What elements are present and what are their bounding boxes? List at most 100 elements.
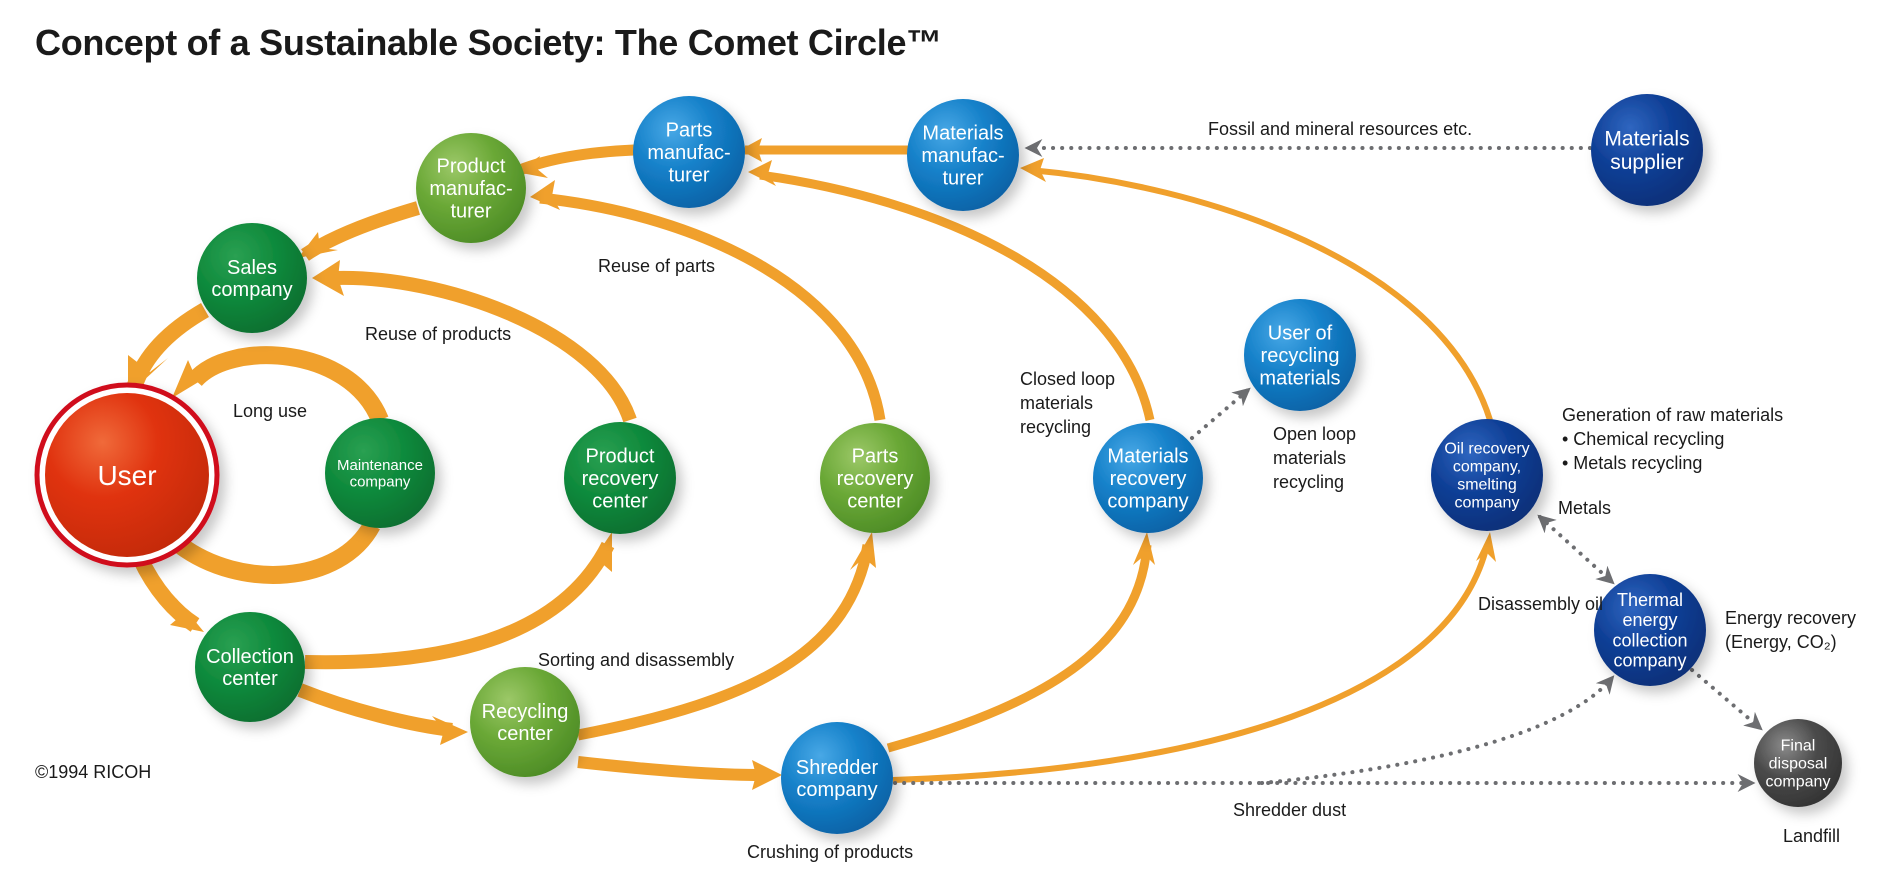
node-circle: [564, 422, 676, 534]
arrowhead-materialsmfr-from-oilrecovery: [1020, 158, 1046, 182]
node-label: Shredder: [796, 757, 879, 779]
node-circle: [1431, 419, 1543, 531]
label-reuse-of-products: Reuse of products: [365, 324, 511, 344]
arrow-recycling-to-shredder: [577, 756, 761, 781]
dotted-oilrecovery-thermal: [1537, 514, 1615, 585]
node-label: Materials: [1107, 446, 1188, 468]
arrowhead-partsmfr-from-materialsrecovery: [748, 160, 776, 186]
arrowhead-recycling-from-collection: [432, 716, 468, 745]
diagram-title: Concept of a Sustainable Society: The Co…: [35, 22, 942, 63]
arrow-shredder-to-oilrecovery: [892, 544, 1490, 783]
arrowhead-materialsrecovery-from-shredder: [1133, 532, 1155, 565]
arrow-user-to-maintenance: [174, 520, 380, 584]
node-label: recovery: [582, 468, 659, 490]
arrowhead-productrecovery-from-collection: [585, 532, 612, 572]
node-label: turer: [450, 200, 491, 222]
node-label: company,: [1453, 459, 1521, 476]
label-energy-recovery-line: (Energy, CO₂): [1725, 632, 1837, 652]
label-long-use: Long use: [233, 401, 307, 421]
arrow-productrecovery-to-sales: [334, 270, 637, 423]
node-circle: [197, 223, 307, 333]
arrowhead-oilrecovery-from-shredder: [1476, 532, 1496, 562]
node-circle: [470, 667, 580, 777]
arrow-partsrecovery-to-productmfr: [539, 192, 886, 421]
node-label: recovery: [837, 468, 914, 490]
label-fossil-resources: Fossil and mineral resources etc.: [1208, 119, 1472, 139]
label-open-loop-line: materials: [1273, 448, 1346, 468]
node-label: company: [1107, 490, 1188, 512]
node-label: Product: [586, 446, 655, 468]
node-label: disposal: [1769, 756, 1828, 773]
label-closed-loop-line: Closed loop: [1020, 369, 1115, 389]
node-circle: [195, 612, 305, 722]
arrow-maintenance-to-user: [188, 346, 389, 424]
node-circle: [416, 133, 526, 243]
node-label: center: [592, 490, 648, 512]
node-label: turer: [942, 167, 983, 189]
node-circle: [1594, 574, 1706, 686]
node-label: company: [1455, 494, 1520, 511]
node-label: turer: [668, 164, 709, 186]
label-energy-recovery: Energy recovery(Energy, CO₂): [1725, 608, 1856, 652]
node-circle: [45, 393, 209, 557]
node-label: Materials: [1604, 128, 1689, 151]
node-circle: [820, 423, 930, 533]
label-closed-loop-line: recycling: [1020, 417, 1091, 437]
node-circle: [1093, 423, 1203, 533]
label-crushing-of-products: Crushing of products: [747, 842, 913, 862]
label-generation-raw-materials-line: • Metals recycling: [1562, 453, 1702, 473]
node-label: company: [1766, 774, 1831, 791]
node-label: collection: [1612, 630, 1687, 650]
node-label: materials: [1259, 367, 1340, 389]
label-disassembly-oil: Disassembly oil: [1478, 594, 1603, 614]
node-label: User: [97, 460, 156, 491]
arrow-productmfr-to-sales: [301, 201, 420, 261]
node-label: Oil recovery: [1444, 441, 1529, 458]
node-label: recycling: [1261, 345, 1340, 367]
arrow-materialsrecovery-to-partsmfr: [759, 170, 1155, 421]
node-circle: [1591, 94, 1703, 206]
label-generation-raw-materials-line: Generation of raw materials: [1562, 405, 1783, 425]
node-label: supplier: [1610, 151, 1684, 174]
node-circle: [1244, 299, 1356, 411]
node-circle: [781, 722, 893, 834]
node-label: smelting: [1457, 477, 1517, 494]
arrowhead-shredder-from-recycling: [752, 760, 782, 790]
node-label: center: [497, 723, 553, 745]
node-label: manufac-: [429, 178, 512, 200]
arrow-shredder-to-materialsrecovery: [886, 544, 1152, 753]
node-circle: [633, 96, 745, 208]
label-generation-raw-materials: Generation of raw materials• Chemical re…: [1562, 405, 1783, 473]
label-landfill: Landfill: [1783, 826, 1840, 846]
arrowhead-user-from-maintenance: [172, 360, 215, 398]
node-label: Parts: [852, 446, 899, 468]
node-circle: [325, 418, 435, 528]
node-label: manufac-: [921, 145, 1004, 167]
label-shredder-dust: Shredder dust: [1233, 800, 1346, 820]
node-label: Product: [437, 156, 506, 178]
node-label: center: [847, 490, 903, 512]
node-label: company: [796, 779, 877, 801]
label-open-loop-line: Open loop: [1273, 424, 1356, 444]
node-label: Recycling: [482, 701, 569, 723]
arrow-collection-to-recycling: [297, 683, 453, 737]
node-label: Materials: [922, 123, 1003, 145]
node-label: center: [222, 668, 278, 690]
node-label: manufac-: [647, 142, 730, 164]
label-metals: Metals: [1558, 498, 1611, 518]
arrow-collection-to-productrecovery: [304, 541, 615, 670]
